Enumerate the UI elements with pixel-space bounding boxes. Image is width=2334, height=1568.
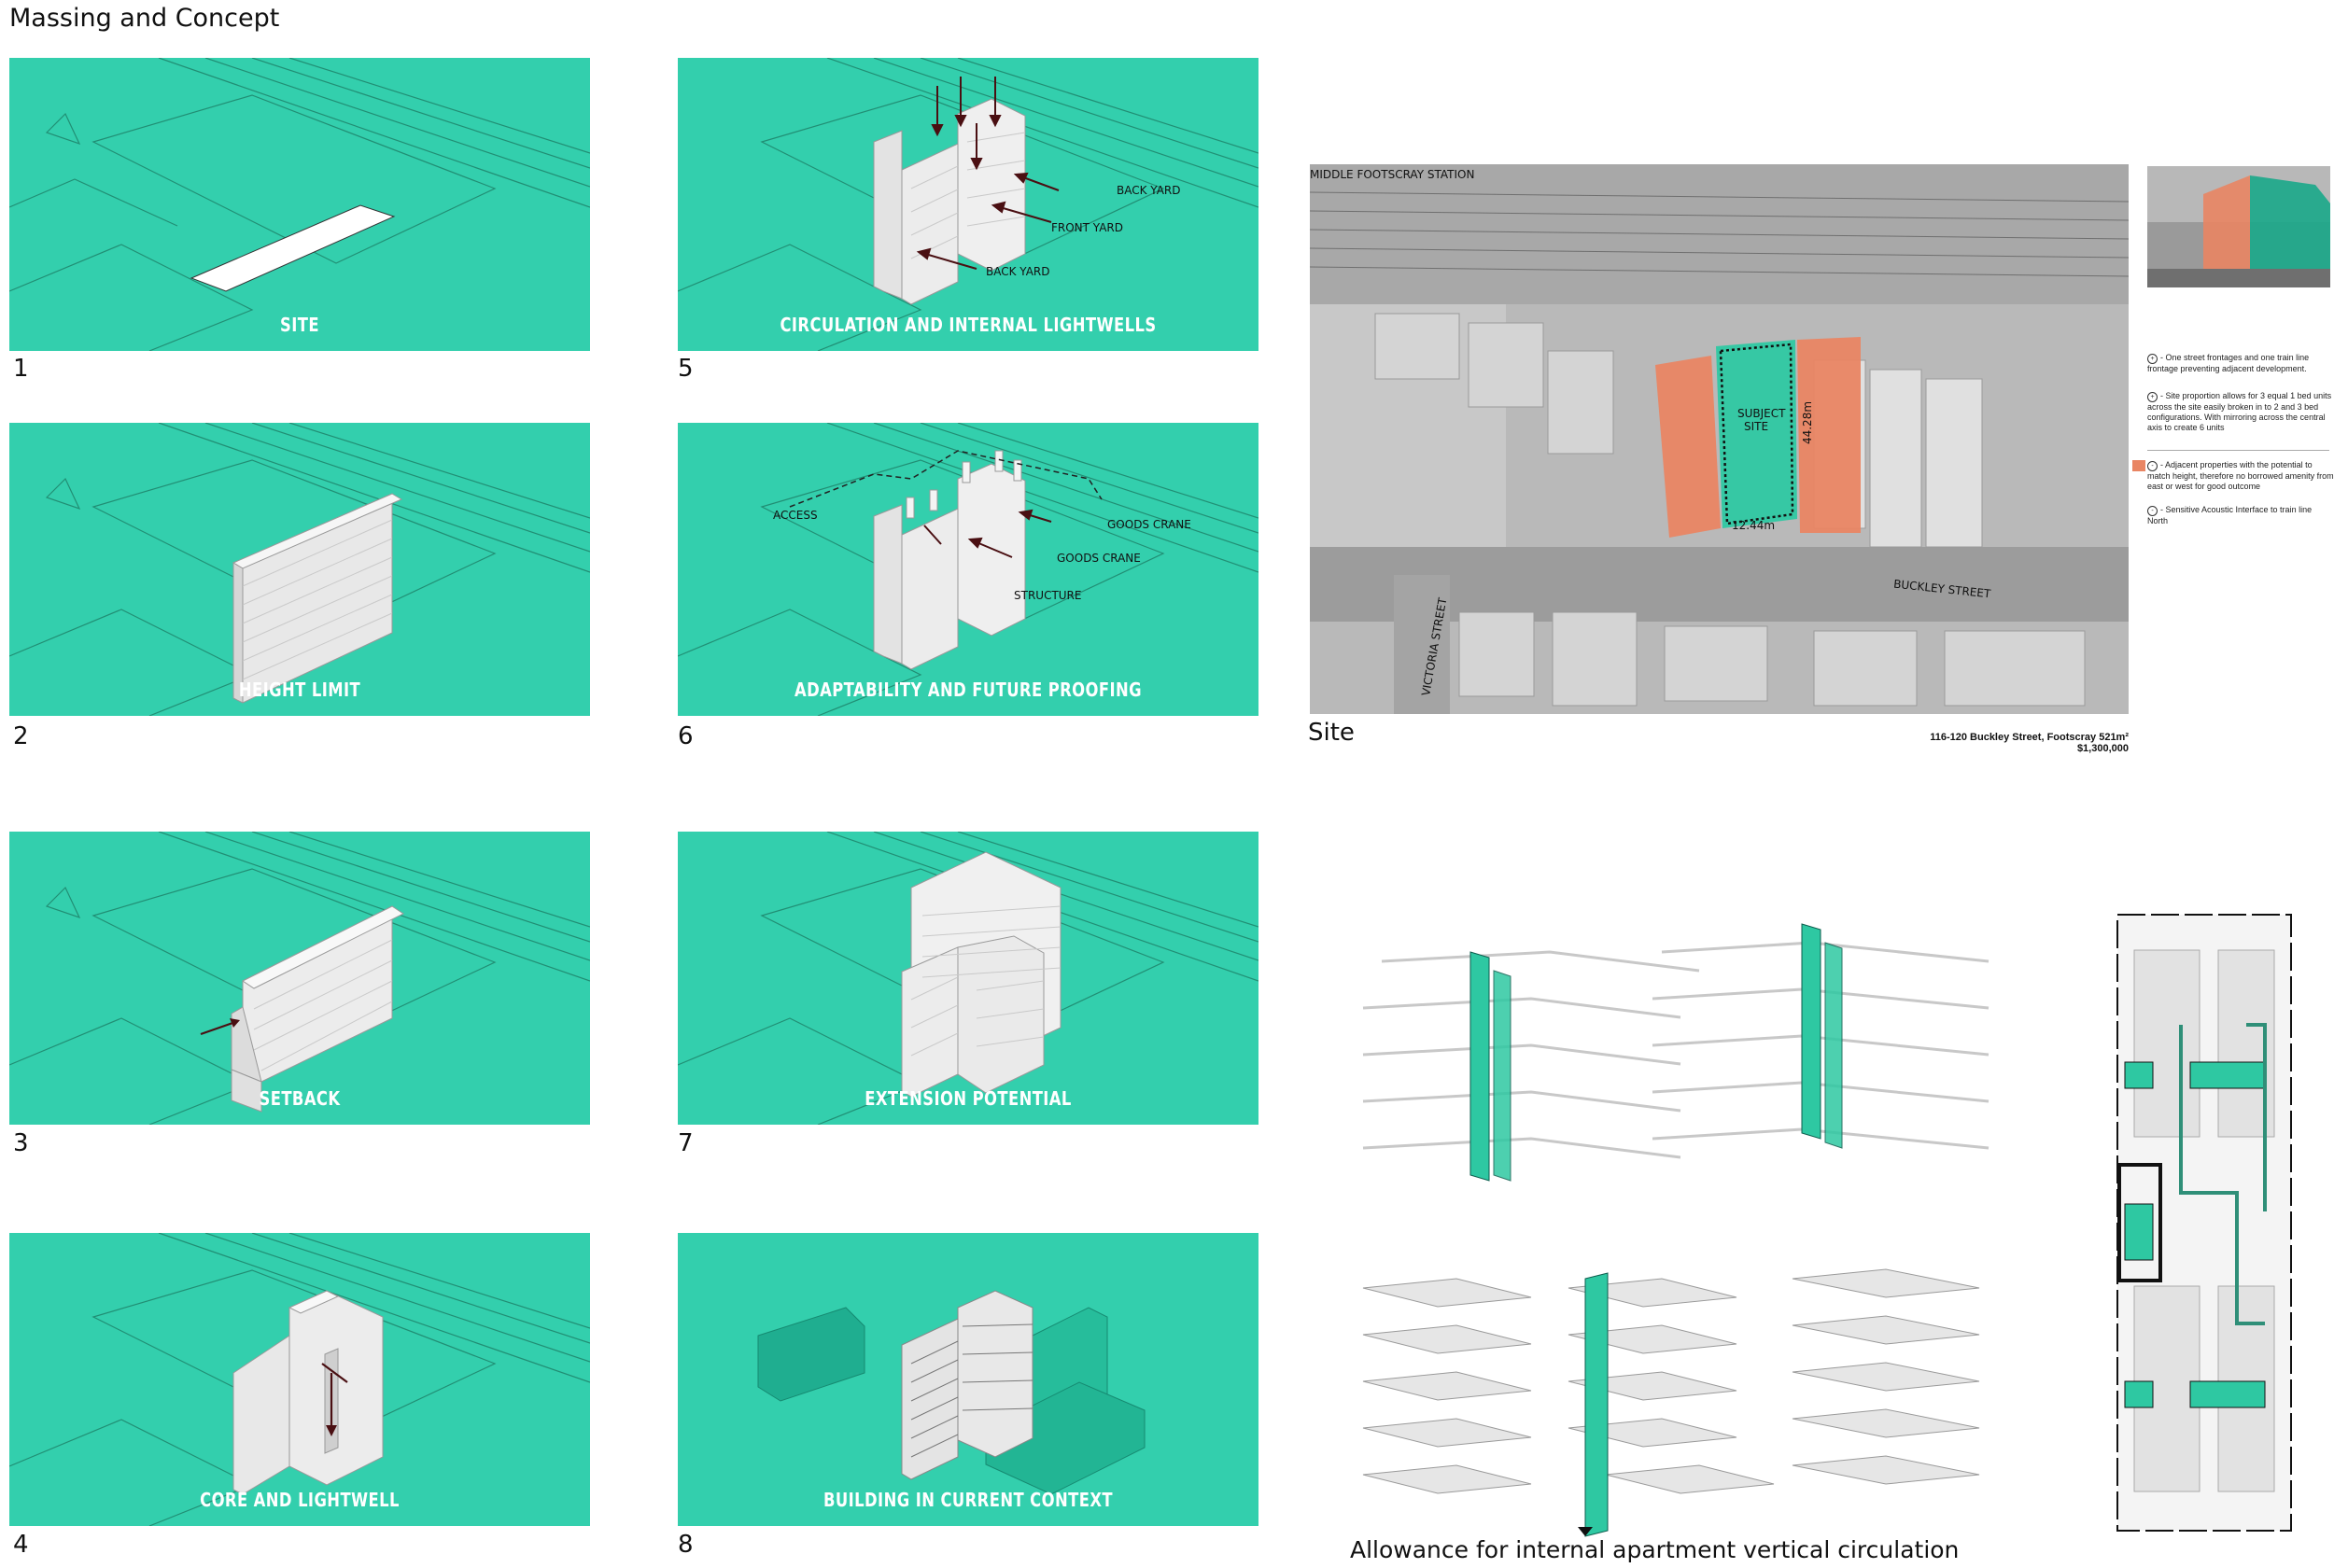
panel-core-lightwell: CORE AND LIGHTWELL <box>9 1233 590 1526</box>
panel-label: CORE AND LIGHTWELL <box>200 1489 400 1511</box>
site-perspective-thumbnail <box>2147 166 2330 287</box>
panel-extension: EXTENSION POTENTIAL <box>678 832 1258 1125</box>
site-aerial-map: MIDDLE FOOTSCRAY STATION SUBJECT SITE 12… <box>1310 164 2129 714</box>
panel-number: 2 <box>13 722 29 750</box>
map-label-station: MIDDLE FOOTSCRAY STATION <box>1310 168 1475 181</box>
panel-setback: SETBACK <box>9 832 590 1125</box>
panel-label: SETBACK <box>259 1087 341 1110</box>
map-dimension-width: 12.44m <box>1732 519 1776 532</box>
panel-adaptability: ACCESS GOODS CRANE GOODS CRANE STRUCTURE… <box>678 423 1258 716</box>
panel-label: CIRCULATION AND INTERNAL LIGHTWELLS <box>780 314 1157 336</box>
circulation-caption: Allowance for internal apartment vertica… <box>1350 1536 1960 1563</box>
map-dimension-length: 44.28m <box>1801 400 1815 445</box>
annotation-front-yard: FRONT YARD <box>1051 221 1123 234</box>
note-item: -- Sensitive Acoustic Interface to train… <box>2147 505 2313 525</box>
panel-number: 4 <box>13 1531 29 1559</box>
panel-label: BUILDING IN CURRENT CONTEXT <box>823 1489 1113 1511</box>
panel-site: SITE <box>9 58 590 351</box>
note-item: +- One street frontages and one train li… <box>2147 353 2310 373</box>
annotation-goods-crane: GOODS CRANE <box>1057 552 1141 565</box>
site-notes: +- One street frontages and one train li… <box>2132 353 2334 526</box>
panel-label: HEIGHT LIMIT <box>238 679 361 701</box>
annotation-back-yard: BACK YARD <box>986 265 1050 278</box>
panel-number: 3 <box>13 1129 29 1157</box>
floor-plan <box>2116 913 2293 1533</box>
map-label-subject-site: SUBJECT SITE <box>1737 407 1786 433</box>
site-address: 116-120 Buckley Street, Footscray 521m² … <box>1930 732 2129 754</box>
panel-circulation: BACK YARD FRONT YARD BACK YARD CIRCULATI… <box>678 58 1258 351</box>
panel-number: 6 <box>678 722 694 750</box>
panel-label: ADAPTABILITY AND FUTURE PROOFING <box>794 679 1142 701</box>
circulation-exploded-diagram <box>1344 896 2017 1540</box>
note-item: +- Site proportion allows for 3 equal 1 … <box>2147 391 2332 432</box>
panel-label: EXTENSION POTENTIAL <box>865 1087 1072 1110</box>
annotation-back-yard: BACK YARD <box>1117 184 1181 197</box>
minus-icon: - <box>2147 506 2158 516</box>
panel-number: 8 <box>678 1531 694 1559</box>
panel-number: 7 <box>678 1129 694 1157</box>
panel-number: 5 <box>678 355 694 383</box>
annotation-access: ACCESS <box>773 509 818 522</box>
note-item: -- Adjacent properties with the potentia… <box>2132 460 2334 492</box>
panel-height-limit: HEIGHT LIMIT <box>9 423 590 716</box>
plus-icon: + <box>2147 354 2158 364</box>
panel-label: SITE <box>280 314 319 336</box>
plus-icon: + <box>2147 392 2158 402</box>
panel-context: BUILDING IN CURRENT CONTEXT <box>678 1233 1258 1526</box>
orange-swatch <box>2132 460 2145 471</box>
minus-icon: - <box>2147 461 2158 471</box>
page-title: Massing and Concept <box>9 4 280 33</box>
annotation-goods-crane: GOODS CRANE <box>1107 518 1191 531</box>
site-caption: Site <box>1308 719 1355 747</box>
panel-number: 1 <box>13 355 29 383</box>
annotation-structure: STRUCTURE <box>1014 589 1082 602</box>
